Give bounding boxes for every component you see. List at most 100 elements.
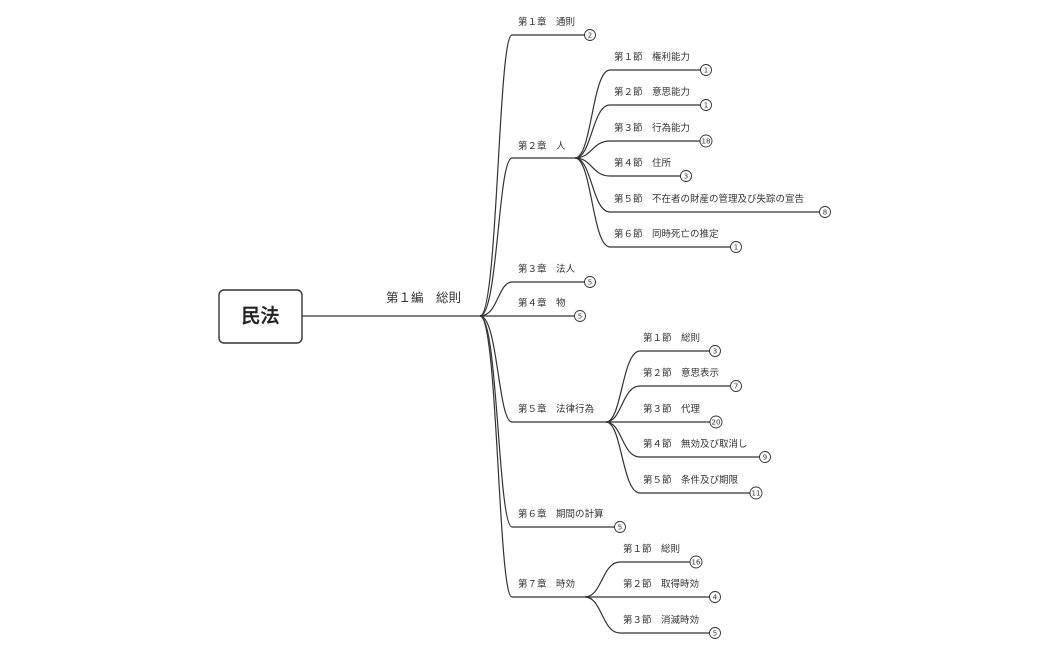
section-node[interactable]: 第１節 権利能力 1	[610, 51, 712, 76]
section-node[interactable]: 第４節 住所 3	[610, 157, 692, 182]
section-label[interactable]: 第４節 無効及び取消し	[643, 438, 748, 450]
section-label[interactable]: 第３節 代理	[643, 403, 701, 415]
count-badge	[614, 521, 626, 533]
connector-section	[584, 596, 621, 634]
section-node[interactable]: 第２節 意思能力 1	[610, 86, 712, 111]
connector-section	[574, 69, 611, 159]
connector-section	[605, 385, 641, 423]
chapter-label[interactable]: 第６章 期間の計算	[518, 508, 604, 520]
chapter-label[interactable]: 第３章 法人	[518, 263, 576, 275]
connector-section	[605, 421, 641, 494]
connector-section	[584, 561, 621, 598]
section-label[interactable]: 第５節 条件及び期限	[643, 474, 739, 486]
section-label[interactable]: 第１節 権利能力	[614, 51, 690, 63]
chapter-node[interactable]: 第６章 期間の計算 5	[512, 508, 626, 533]
section-label[interactable]: 第５節 不在者の財産の管理及び失踪の宣告	[614, 193, 804, 205]
connector-chapter-5	[479, 315, 513, 423]
count-badge-value: 1	[704, 67, 708, 75]
section-node[interactable]: 第３節 代理 20	[640, 403, 723, 429]
chapter-7-section-connectors	[584, 561, 621, 634]
chapter-node[interactable]: 第３章 法人 5	[512, 263, 596, 288]
count-badge	[680, 170, 692, 182]
root-node-label: 民法	[241, 304, 279, 327]
count-badge-value: 16	[692, 559, 701, 567]
connector-section	[574, 157, 611, 213]
section-label[interactable]: 第２節 取得時効	[623, 578, 699, 590]
count-badge-value: 1	[704, 102, 708, 110]
section-node[interactable]: 第２節 取得時効 4	[620, 578, 721, 603]
count-badge-value: 8	[823, 209, 827, 217]
connector-chapter-1	[479, 34, 513, 317]
chapter-label[interactable]: 第７章 時効	[518, 578, 575, 590]
count-badge	[700, 64, 712, 76]
root-node[interactable]: 民法	[218, 289, 303, 344]
section-node[interactable]: 第２節 意思表示 7	[640, 367, 742, 392]
count-badge-value: 3	[713, 348, 717, 356]
count-badge	[759, 451, 771, 463]
count-badge-value: 9	[763, 454, 767, 462]
count-badge	[584, 29, 596, 41]
book-node[interactable]: 第１編 総則	[386, 290, 461, 305]
chapter-5-section-connectors	[605, 350, 641, 494]
chapter-node[interactable]: 第１章 通則 2	[512, 16, 596, 41]
section-node[interactable]: 第５節 不在者の財産の管理及び失踪の宣告 8	[610, 193, 831, 218]
count-badge-value: 5	[588, 279, 592, 287]
chapter-connectors	[479, 34, 513, 598]
section-label[interactable]: 第１節 総則	[623, 543, 680, 555]
count-badge-value: 7	[734, 383, 738, 391]
count-badge-value: 20	[712, 419, 721, 427]
count-badge-value: 2	[588, 32, 592, 40]
chapter-label[interactable]: 第２章 人	[518, 140, 566, 152]
chapter-node[interactable]: 第４章 物 5	[512, 297, 586, 322]
section-label[interactable]: 第３節 行為能力	[614, 122, 690, 134]
count-badge	[689, 555, 703, 569]
count-badge-value: 18	[702, 138, 711, 146]
count-badge	[709, 627, 721, 639]
count-badge	[730, 241, 742, 253]
connector-section	[574, 157, 611, 248]
connector-section	[605, 421, 641, 458]
section-node[interactable]: 第１節 総則 16	[620, 543, 703, 569]
connector-chapter-7	[479, 315, 513, 598]
chapter-node[interactable]: 第７章 時効	[512, 578, 585, 598]
connector-chapter-2	[479, 157, 513, 317]
count-badge	[699, 134, 713, 148]
section-node[interactable]: 第３節 消滅時効 5	[620, 614, 721, 639]
section-label[interactable]: 第６節 同時死亡の推定	[614, 228, 719, 240]
section-node[interactable]: 第３節 行為能力 18	[610, 122, 713, 148]
count-badge-value: 5	[578, 313, 582, 321]
count-badge-value: 1	[734, 244, 738, 252]
section-label[interactable]: 第２節 意思能力	[614, 86, 690, 98]
section-node[interactable]: 第１節 総則 3	[640, 332, 721, 357]
section-label[interactable]: 第２節 意思表示	[643, 367, 719, 379]
chapter-label[interactable]: 第１章 通則	[518, 16, 575, 28]
chapter-2-section-connectors	[574, 69, 611, 248]
count-badge-value: 3	[684, 173, 688, 181]
chapter-node[interactable]: 第５章 法律行為	[512, 403, 606, 423]
count-badge	[709, 415, 723, 429]
chapter-node[interactable]: 第２章 人	[512, 140, 575, 159]
count-badge	[749, 486, 763, 500]
count-badge	[730, 380, 742, 392]
count-badge	[574, 310, 586, 322]
count-badge-value: 5	[618, 524, 622, 532]
chapter-label[interactable]: 第５章 法律行為	[518, 403, 594, 415]
book-node-label[interactable]: 第１編 総則	[386, 290, 461, 305]
connector-chapter-6	[479, 315, 513, 528]
section-label[interactable]: 第４節 住所	[614, 157, 672, 169]
connector-section	[605, 350, 641, 423]
count-badge	[700, 99, 712, 111]
count-badge-value: 4	[713, 594, 718, 602]
count-badge	[709, 345, 721, 357]
chapter-label[interactable]: 第４章 物	[518, 297, 566, 309]
count-badge-value: 5	[713, 630, 717, 638]
count-badge	[709, 591, 721, 603]
connector-chapter-3	[479, 281, 513, 317]
section-node[interactable]: 第５節 条件及び期限 11	[640, 474, 763, 500]
section-label[interactable]: 第３節 消滅時効	[623, 614, 699, 626]
count-badge	[819, 206, 831, 218]
section-node[interactable]: 第４節 無効及び取消し 9	[640, 438, 771, 463]
section-node[interactable]: 第６節 同時死亡の推定 1	[610, 228, 742, 253]
section-label[interactable]: 第１節 総則	[643, 332, 700, 344]
